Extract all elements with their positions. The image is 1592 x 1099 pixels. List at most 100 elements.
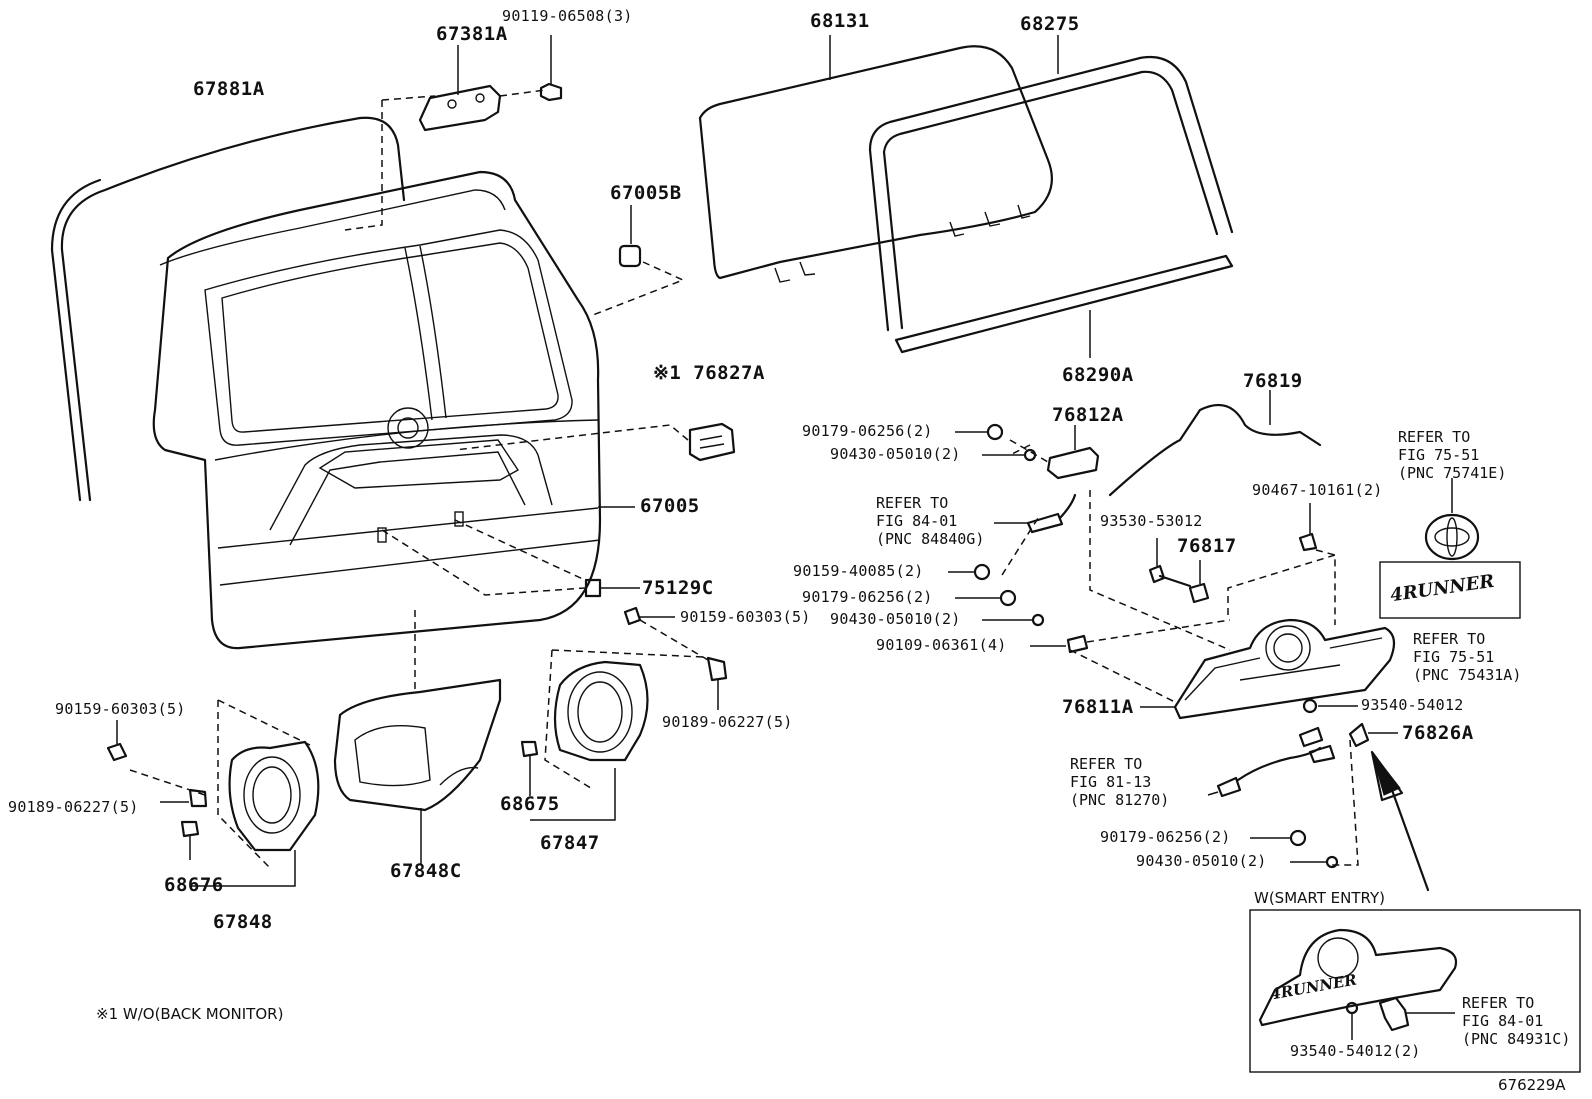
clip-93540-54012: [1302, 698, 1318, 714]
label-67881A: 67881A: [193, 78, 265, 100]
label-76811A: 76811A: [1062, 696, 1134, 718]
clip-76827A: [688, 422, 736, 462]
label-90159-60303-right: 90159-60303(5): [680, 608, 811, 626]
back-door-license-recess: [269, 434, 553, 546]
screw-93530-53012: [1148, 564, 1192, 588]
smart-entry-emblem-mount: [1317, 937, 1359, 979]
label-90467-10161: 90467-10161(2): [1252, 481, 1383, 499]
label-90159-40085: 90159-40085(2): [793, 562, 924, 580]
ref-pnc-84931C: REFER TO FIG 84-01 (PNC 84931C): [1462, 994, 1571, 1048]
label-76827A: ※1 76827A: [653, 362, 765, 384]
cushion-dashed-link: [381, 519, 586, 596]
door-hole: [454, 511, 464, 527]
smart-entry-caption: W(SMART ENTRY): [1254, 889, 1386, 907]
garnish-emblem-hole: [1273, 633, 1303, 663]
label-67848C: 67848C: [390, 860, 462, 882]
label-76812A: 76812A: [1052, 404, 1124, 426]
nut-90179-06256-c: [1289, 829, 1307, 847]
nut-90189-06227-right: [706, 656, 728, 682]
smart-entry-inset: [1249, 909, 1581, 1073]
label-90109-06361: 90109-06361(4): [876, 636, 1007, 654]
smart-entry-nameplate: 4RUNNER: [1269, 970, 1359, 1004]
nameplate-box: [1379, 561, 1521, 619]
back-door-handle-recess: [318, 439, 520, 489]
label-68131: 68131: [810, 10, 870, 32]
hinge-hole: [447, 99, 457, 109]
ref-pnc-75741E: REFER TO FIG 75-51 (PNC 75741E): [1398, 428, 1507, 482]
bracket-67848-leader: [190, 850, 296, 887]
screw-90159-60303-left: [106, 742, 128, 762]
label-90430-05010-c: 90430-05010(2): [1136, 852, 1267, 870]
back-door-upper-rail: [159, 189, 506, 266]
door-trim-67848C-recess: [354, 725, 479, 787]
bolt-90119-06508: [539, 82, 563, 102]
label-90189-06227-right: 90189-06227(5): [662, 713, 793, 731]
back-door-window-opening: [204, 229, 573, 446]
label-90189-06227-left: 90189-06227(5): [8, 798, 139, 816]
back-door-lower-body: [214, 419, 601, 586]
washer-90430-05010-b: [1031, 613, 1045, 627]
speaker-bracket-hole: [252, 766, 292, 824]
stopper-dashed-link: [592, 261, 685, 316]
label-67005: 67005: [640, 495, 700, 517]
clip-76827A-slots: [699, 435, 725, 449]
ref-pnc-81270: REFER TO FIG 81-13 (PNC 81270): [1070, 755, 1170, 809]
label-90430-05010-b: 90430-05010(2): [830, 610, 961, 628]
weatherstrip-67881A-inner: [50, 178, 102, 502]
speaker-bracket-67847: [553, 660, 649, 762]
hinge-dashed-link: [344, 89, 546, 231]
garnish-emblem-mount: [1265, 625, 1311, 671]
speaker-bracket-67848: [228, 740, 320, 852]
stopper-67005B: [618, 244, 642, 268]
label-90159-60303-left: 90159-60303(5): [55, 700, 186, 718]
bolt-90109-06361: [1066, 634, 1089, 654]
garnish-detail: [1184, 637, 1383, 701]
label-76819: 76819: [1243, 370, 1303, 392]
back-window-glass-68131: [698, 45, 1053, 280]
label-68275: 68275: [1020, 13, 1080, 35]
label-68290A: 68290A: [1062, 364, 1134, 386]
toyota-emblem-ring: [1446, 517, 1458, 557]
weatherstrip-67881A: [60, 116, 406, 502]
label-93540-54012-2: 93540-54012(2): [1290, 1042, 1421, 1060]
label-75129C: 75129C: [642, 577, 714, 599]
nut-90189-06227-left: [188, 788, 208, 808]
label-68676: 68676: [164, 874, 224, 896]
nameplate-4runner: 4RUNNER: [1388, 570, 1496, 607]
harness-81270: [1216, 726, 1336, 798]
glass-moulding-68275-inner: [882, 70, 1219, 330]
door-hole: [377, 527, 387, 543]
hinge-hole: [475, 93, 485, 103]
back-door-panel-67005: [152, 170, 602, 650]
speaker-bracket-ring: [567, 671, 633, 753]
back-door-emblem-hole: [397, 417, 419, 439]
clip-90467-dashed: [1227, 549, 1336, 625]
speaker-bracket-hole: [577, 681, 623, 743]
garnish-76811A: [1173, 618, 1396, 720]
clip-76817: [1188, 582, 1210, 604]
label-68675: 68675: [500, 793, 560, 815]
smart-entry-clip: [1345, 1001, 1359, 1015]
back-door-window-glass-ref: [404, 245, 447, 421]
clip-90467-10161: [1298, 532, 1318, 552]
back-door-window-inner: [221, 242, 559, 433]
label-90430-05010-a: 90430-05010(2): [830, 445, 961, 463]
label-67848: 67848: [213, 911, 273, 933]
label-76826A: 76826A: [1402, 722, 1474, 744]
connector-84840G: [1026, 493, 1077, 534]
footnote-back-monitor: ※1 W/O(BACK MONITOR): [96, 1005, 284, 1023]
label-90179-06256-c: 90179-06256(2): [1100, 828, 1231, 846]
bolt-dashed-link: [1069, 619, 1231, 703]
back-door-emblem-mount: [387, 407, 429, 449]
nut-90179-06256-b: [999, 589, 1017, 607]
label-76817: 76817: [1177, 535, 1237, 557]
speaker-bracket-67847-dashed: [544, 649, 704, 791]
washer-90430-05010-a: [1023, 448, 1037, 462]
lower-moulding-68290A: [894, 254, 1234, 354]
callout-arrow-head: [1371, 751, 1401, 796]
ref-pnc-84840G: REFER TO FIG 84-01 (PNC 84840G): [876, 494, 985, 548]
leader-line: [1207, 791, 1219, 796]
